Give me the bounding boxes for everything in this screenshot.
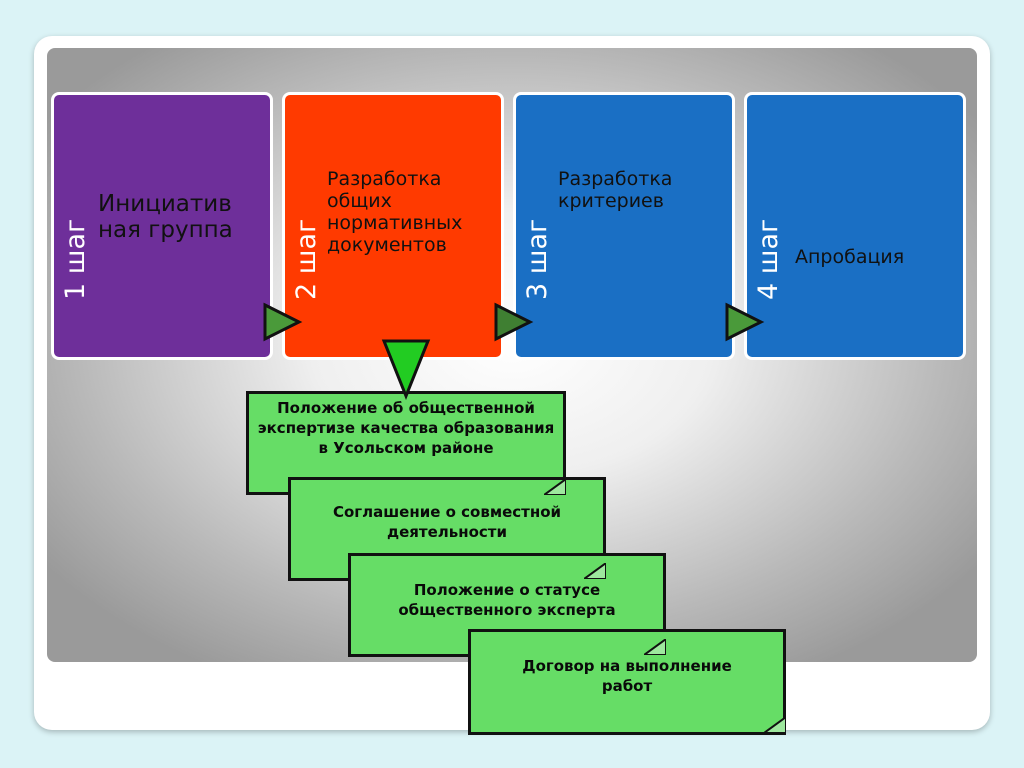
arrow-right-icon xyxy=(494,302,534,342)
step-4-text: Апробация xyxy=(795,246,905,268)
document-4-text: Договор на выполнение работ xyxy=(522,657,732,695)
step-3-box: 3 шаг Разработка критериев xyxy=(513,92,735,360)
step-1-text: Инициатив ная группа xyxy=(98,191,233,244)
step-4-box: 4 шаг Апробация xyxy=(744,92,966,360)
page-fold-icon xyxy=(584,563,606,579)
step-1-number: 1 шаг xyxy=(60,218,91,300)
step-1-box: 1 шаг Инициатив ная группа xyxy=(51,92,273,360)
document-1-text: Положение об общественной экспертизе кач… xyxy=(257,399,555,457)
step-4-number: 4 шаг xyxy=(753,218,784,300)
arrow-right-icon xyxy=(725,302,765,342)
page-fold-icon xyxy=(544,479,566,495)
page-fold-icon xyxy=(764,717,786,733)
page-fold-icon xyxy=(644,639,666,655)
step-2-number: 2 шаг xyxy=(291,218,322,300)
arrow-right-icon xyxy=(263,302,303,342)
document-3-text: Положение о статусе общественного экспер… xyxy=(398,581,616,619)
step-3-text: Разработка критериев xyxy=(558,168,673,212)
arrow-down-icon xyxy=(381,339,431,400)
step-2-box: 2 шаг Разработка общих нормативных докум… xyxy=(282,92,504,360)
step-3-number: 3 шаг xyxy=(522,218,553,300)
document-card-4: Договор на выполнение работ xyxy=(468,629,786,735)
document-2-text: Соглашение о совместной деятельности xyxy=(332,503,562,541)
step-2-text: Разработка общих нормативных документов xyxy=(327,168,463,256)
